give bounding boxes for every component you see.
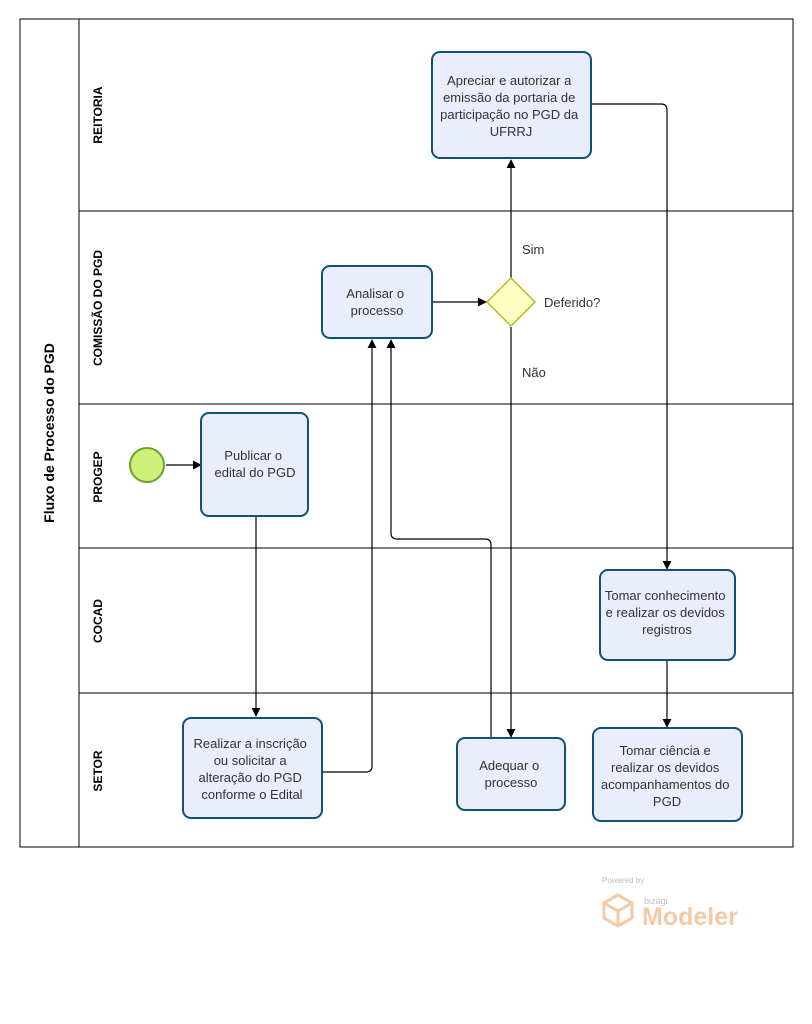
task-text-line: realizar os devidos (611, 760, 720, 775)
task-text-line: Publicar o (224, 448, 282, 463)
task-text-line: processo (485, 775, 538, 790)
flow-label-sim: Sim (522, 242, 544, 257)
modeler-text: Modeler (642, 903, 738, 931)
bizagi-logo-icon (602, 893, 634, 928)
svg-text:Tomar conhecimento e rea: Tomar conhecimento e realizar os devidos… (605, 588, 729, 637)
task-publicar[interactable]: Publicar o edital do PGD (200, 412, 309, 517)
lane-label-cocad: COCAD (91, 599, 105, 643)
powered-by-text: Powered by (602, 876, 645, 885)
task-text-line: emissão da portaria de (443, 90, 575, 105)
pool-frame (19, 18, 794, 848)
gateway-deferido[interactable] (485, 276, 537, 328)
pool-title: Fluxo de Processo do PGD (41, 343, 57, 523)
task-text-line: participação no PGD da (440, 107, 579, 122)
svg-text:Adequar o processo: Adequar o processo (479, 758, 543, 790)
task-analisar[interactable]: Analisar o processo (321, 265, 433, 339)
svg-text:Realizar a inscrição ou: Realizar a inscrição ou solicitar a alte… (193, 736, 310, 802)
lane-label-progep: PROGEP (91, 451, 105, 502)
task-text-line: Tomar conhecimento (605, 588, 726, 603)
task-text-line: PGD (653, 794, 681, 809)
task-text-line: acompanhamentos do (601, 777, 730, 792)
task-text-line: Analisar o (346, 286, 404, 301)
task-tomar-ciencia[interactable]: Tomar ciência e realizar os devidos acom… (592, 727, 743, 822)
task-text-line: UFRRJ (490, 124, 533, 139)
svg-text:Analisar o processo: Analisar o processo (346, 286, 407, 318)
lane-label-comissao: COMISSÃO DO PGD (90, 250, 105, 366)
flow-inscricao-to-analisar (322, 339, 377, 773)
task-text-line: e realizar os devidos (606, 605, 726, 620)
svg-text:Tomar ciência e realizar: Tomar ciência e realizar os devidos acom… (601, 743, 733, 809)
task-apreciar[interactable]: Apreciar e autorizar a emissão da portar… (431, 51, 592, 159)
task-text-line: Adequar o (479, 758, 539, 773)
task-text-line: alteração do PGD (199, 770, 302, 785)
flow-label-nao: Não (522, 365, 546, 380)
flow-adequar-to-analisar (386, 339, 492, 737)
lane-label-reitoria: REITORIA (91, 86, 105, 143)
task-text-line: Tomar ciência e (620, 743, 711, 758)
task-text-line: processo (351, 303, 404, 318)
task-text-line: Apreciar e autorizar a (447, 73, 572, 88)
task-adequar[interactable]: Adequar o processo (456, 737, 566, 811)
bizagi-text: bizagi (644, 896, 668, 906)
task-text-line: ou solicitar a (214, 753, 288, 768)
task-realizar-inscricao[interactable]: Realizar a inscrição ou solicitar a alte… (182, 717, 323, 819)
task-text-line: registros (642, 622, 692, 637)
powered-by-watermark: Powered by bizagi Modeler (600, 876, 760, 936)
flow-apreciar-to-cocad (591, 103, 672, 570)
task-text-line: edital do PGD (215, 465, 296, 480)
start-event[interactable] (129, 447, 165, 483)
svg-text:Apreciar e autorizar a e: Apreciar e autorizar a emissão da portar… (440, 73, 582, 139)
task-text-line: conforme o Edital (201, 787, 302, 802)
task-text-line: Realizar a inscrição (193, 736, 306, 751)
gateway-label: Deferido? (544, 295, 600, 310)
task-tomar-conhecimento[interactable]: Tomar conhecimento e realizar os devidos… (599, 569, 736, 661)
svg-text:Publicar o edital do PGD: Publicar o edital do PGD (215, 448, 296, 480)
lane-label-setor: SETOR (91, 750, 105, 791)
